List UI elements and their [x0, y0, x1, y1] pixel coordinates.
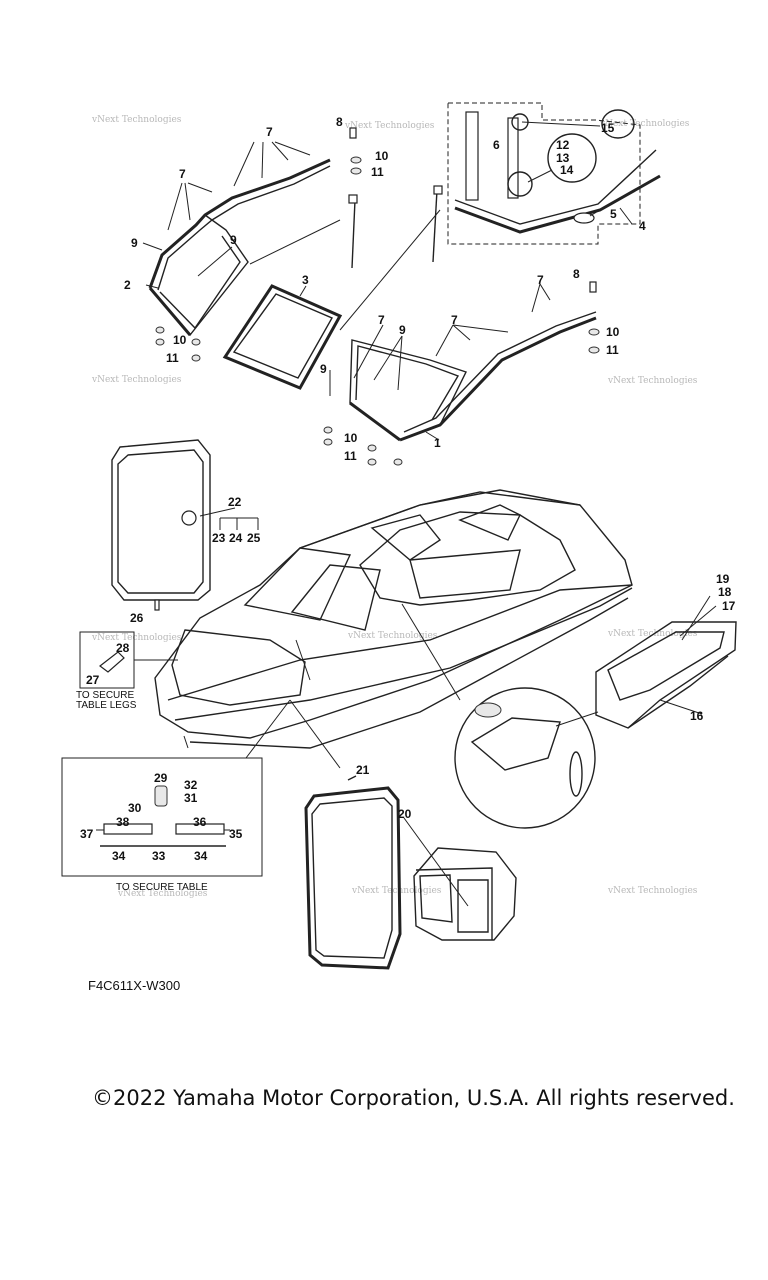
callout-17: 17: [722, 599, 736, 613]
callout-1: 1: [434, 436, 441, 450]
callout-11: 11: [606, 343, 619, 357]
watermark: vNext Technologies: [607, 376, 698, 386]
callout-10: 10: [344, 431, 358, 445]
callout-11: 11: [166, 351, 179, 365]
note-table-legs-line2: TABLE LEGS: [76, 700, 137, 711]
note-table-legs-line1: TO SECURE: [76, 690, 134, 701]
callout-19: 19: [716, 572, 730, 586]
cooler-box: [403, 817, 517, 941]
callout-34: 34: [194, 849, 208, 863]
watermarks: vNext Technologies vNext Technologies vN…: [91, 115, 698, 899]
callout-23: 23: [212, 531, 226, 545]
boat-hull: [154, 489, 633, 769]
callout-9: 9: [320, 362, 327, 376]
watermark: vNext Technologies: [91, 633, 182, 643]
diagram-code: F4C611X-W300: [88, 978, 181, 993]
table-legs-inset: TO SECURE TABLE LEGS: [76, 631, 178, 711]
callout-7: 7: [179, 167, 186, 181]
fasteners: [155, 127, 600, 466]
watermark: vNext Technologies: [91, 115, 182, 125]
watermark: vNext Technologies: [91, 375, 182, 385]
watermark: vNext Technologies: [599, 119, 690, 129]
callout-26: 26: [130, 611, 144, 625]
callout-37: 37: [80, 827, 94, 841]
callout-16: 16: [690, 709, 704, 723]
parts-diagram: vNext Technologies vNext Technologies vN…: [61, 102, 737, 970]
watermark: vNext Technologies: [344, 121, 435, 131]
callout-11: 11: [371, 165, 384, 179]
callout-25: 25: [247, 531, 261, 545]
callout-10: 10: [375, 149, 389, 163]
callout-7: 7: [537, 273, 544, 287]
copyright-notice: ©2022 Yamaha Motor Corporation, U.S.A. A…: [92, 1086, 735, 1110]
callout-24: 24: [229, 531, 243, 545]
watermark: vNext Technologies: [351, 886, 442, 896]
callout-7: 7: [266, 125, 273, 139]
callout-13: 13: [556, 151, 570, 165]
storage-cover: [304, 775, 402, 970]
windshield-center-panel: [222, 284, 343, 390]
callout-27: 27: [86, 673, 100, 687]
callout-35: 35: [229, 827, 243, 841]
watermark: vNext Technologies: [607, 629, 698, 639]
callout-9: 9: [399, 323, 406, 337]
note-secure-table: TO SECURE TABLE: [116, 882, 208, 893]
callout-28: 28: [116, 641, 130, 655]
callout-14: 14: [560, 163, 574, 177]
storage-detail-circle: [454, 687, 599, 829]
callout-9: 9: [230, 233, 237, 247]
callout-3: 3: [302, 273, 309, 287]
callout-38: 38: [116, 815, 130, 829]
callout-18: 18: [718, 585, 732, 599]
callout-31: 31: [184, 791, 198, 805]
watermark: vNext Technologies: [117, 889, 208, 899]
windshield-right: [349, 311, 597, 442]
callout-22: 22: [228, 495, 242, 509]
callout-20: 20: [398, 807, 412, 821]
callout-4: 4: [639, 219, 646, 233]
table-panel: [111, 439, 259, 611]
callout-11: 11: [344, 449, 357, 463]
windshield-struts: [348, 185, 443, 269]
rail-detail-box: [447, 102, 661, 245]
callout-9: 9: [131, 236, 138, 250]
windshield-leaders: [142, 141, 551, 441]
callout-33: 33: [152, 849, 166, 863]
callout-8: 8: [336, 115, 343, 129]
callout-10: 10: [606, 325, 620, 339]
callout-15: 15: [601, 121, 615, 135]
table-fittings-inset: TO SECURE TABLE: [61, 757, 263, 893]
callout-36: 36: [193, 815, 207, 829]
callout-34: 34: [112, 849, 126, 863]
callout-21: 21: [356, 763, 370, 777]
callout-12: 12: [556, 138, 570, 152]
callout-29: 29: [154, 771, 168, 785]
windshield-left: [148, 158, 331, 337]
callout-2: 2: [124, 278, 131, 292]
watermark: vNext Technologies: [347, 631, 438, 641]
callout-8: 8: [573, 267, 580, 281]
callout-10: 10: [173, 333, 187, 347]
callout-30: 30: [128, 801, 142, 815]
callout-7: 7: [451, 313, 458, 327]
storage-bin: [595, 595, 737, 729]
callout-32: 32: [184, 778, 198, 792]
callout-6: 6: [493, 138, 500, 152]
watermark: vNext Technologies: [607, 886, 698, 896]
callout-7: 7: [378, 313, 385, 327]
callouts: 1 2 3 4 5 6 7 7 7 7 7 8 8 9 9 9 9 10 10 …: [80, 115, 736, 863]
callout-5: 5: [610, 207, 617, 221]
